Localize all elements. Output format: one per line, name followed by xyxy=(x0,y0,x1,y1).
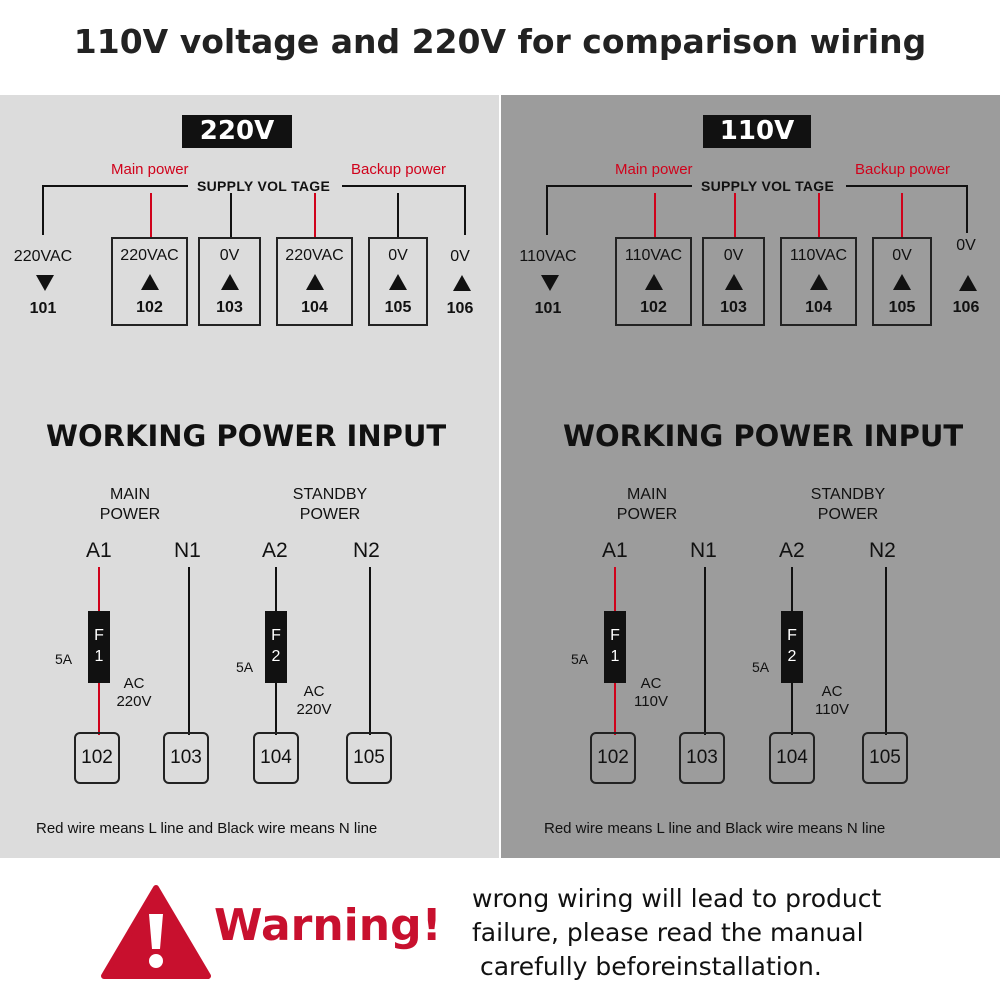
arrow-up-icon xyxy=(389,274,407,290)
fuse-f2-rating: 5A xyxy=(752,659,770,675)
terminal-101: 220VAC 101 xyxy=(13,248,73,317)
input-terminal-105: 105 xyxy=(862,732,908,784)
ac-label-main: AC 220V xyxy=(116,675,152,710)
input-terminal-105: 105 xyxy=(346,732,392,784)
fuse-f1: F 1 xyxy=(604,611,626,683)
supply-voltage-label: SUPPLY VOL TAGE xyxy=(701,178,835,194)
terminal-104: 220VAC 104 xyxy=(276,237,353,326)
arrow-up-icon xyxy=(893,274,911,290)
input-terminal-103: 103 xyxy=(163,732,209,784)
wire-legend-note: Red wire means L line and Black wire mea… xyxy=(544,820,886,837)
terminal-105: 0V 105 xyxy=(368,237,428,326)
pin-n2: N2 xyxy=(353,539,380,562)
main-power-group: MAIN POWER xyxy=(99,486,161,523)
terminal-101: 110VAC 101 xyxy=(519,248,577,317)
standby-power-group: STANDBY POWER xyxy=(810,486,886,523)
arrow-up-icon xyxy=(453,275,471,291)
terminal-106: 0V 106 xyxy=(446,248,474,317)
panel-220v: 220V Main power Backup power SUPPLY VOL … xyxy=(0,95,499,858)
terminal-104: 110VAC 104 xyxy=(780,237,857,326)
warning-label: Warning! xyxy=(214,900,442,951)
main-power-group: MAIN POWER xyxy=(616,486,678,523)
page-title: 110V voltage and 220V for comparison wir… xyxy=(73,22,927,61)
pin-n1: N1 xyxy=(690,539,717,562)
pin-a1: A1 xyxy=(86,539,112,562)
arrow-down-icon xyxy=(541,275,559,291)
voltage-badge: 220V xyxy=(182,115,292,148)
input-terminal-102: 102 xyxy=(74,732,120,784)
arrow-up-icon xyxy=(221,274,239,290)
input-terminal-104: 104 xyxy=(253,732,299,784)
voltage-badge: 110V xyxy=(703,115,811,148)
input-terminal-102: 102 xyxy=(590,732,636,784)
warning-message: wrong wiring will lead to product failur… xyxy=(472,884,882,981)
warning-icon xyxy=(101,885,211,979)
input-terminal-104: 104 xyxy=(769,732,815,784)
terminal-105: 0V 105 xyxy=(872,237,932,326)
arrow-up-icon xyxy=(810,274,828,290)
working-power-title: WORKING POWER INPUT xyxy=(46,419,447,453)
terminal-102: 110VAC 102 xyxy=(615,237,692,326)
backup-power-label: Backup power xyxy=(855,161,951,178)
main-power-label: Main power xyxy=(111,161,189,178)
arrow-up-icon xyxy=(725,274,743,290)
fuse-f1-rating: 5A xyxy=(571,651,589,667)
standby-power-group: STANDBY POWER xyxy=(292,486,368,523)
terminal-103: 0V 103 xyxy=(198,237,261,326)
wire-legend-note: Red wire means L line and Black wire mea… xyxy=(36,820,378,837)
fuse-f1-rating: 5A xyxy=(55,651,73,667)
pin-a2: A2 xyxy=(262,539,288,562)
arrow-up-icon xyxy=(959,275,977,291)
supply-voltage-label: SUPPLY VOL TAGE xyxy=(197,178,331,194)
panel-110v: 110V Main power Backup power SUPPLY VOL … xyxy=(501,95,1000,858)
pin-n2: N2 xyxy=(869,539,896,562)
fuse-f1: F 1 xyxy=(88,611,110,683)
ac-label-main: AC 110V xyxy=(634,675,668,710)
working-power-title: WORKING POWER INPUT xyxy=(563,419,964,453)
fuse-f2: F 2 xyxy=(265,611,287,683)
ac-label-standby: AC 110V xyxy=(815,683,849,718)
main-power-label: Main power xyxy=(615,161,693,178)
pin-n1: N1 xyxy=(174,539,201,562)
pin-a2: A2 xyxy=(779,539,805,562)
ac-label-standby: AC 220V xyxy=(296,683,332,718)
fuse-f2: F 2 xyxy=(781,611,803,683)
backup-power-label: Backup power xyxy=(351,161,447,178)
fuse-f2-rating: 5A xyxy=(236,659,254,675)
terminal-103: 0V 103 xyxy=(702,237,765,326)
input-terminal-103: 103 xyxy=(679,732,725,784)
terminal-102: 220VAC 102 xyxy=(111,237,188,326)
wiring-lines-110v xyxy=(546,185,968,735)
arrow-up-icon xyxy=(141,274,159,290)
arrow-up-icon xyxy=(306,274,324,290)
arrow-up-icon xyxy=(645,274,663,290)
pin-a1: A1 xyxy=(602,539,628,562)
arrow-down-icon xyxy=(36,275,54,291)
terminal-106: 0V 106 xyxy=(952,237,980,316)
